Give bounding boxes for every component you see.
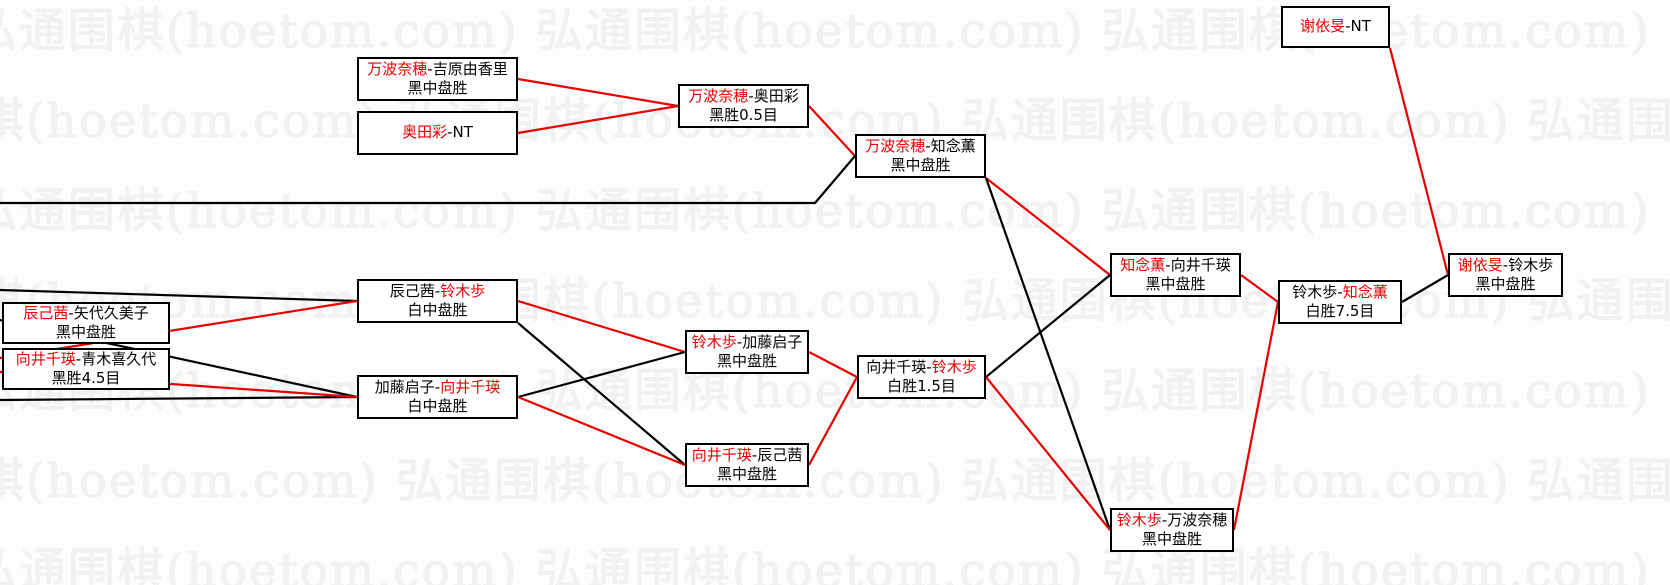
loser-name: 辰己茜 — [389, 281, 435, 300]
winner-name: 铃木歩 — [931, 357, 977, 376]
match-tatsumi-yashiro[interactable]: 辰己茜-矢代久美子黑中盘胜 — [2, 302, 170, 344]
player-separator: - — [1337, 282, 1343, 301]
match-manami-okuda[interactable]: 万波奈穂-奥田彩黑胜0.5目 — [678, 84, 809, 128]
loser-name: 吉原由香里 — [432, 59, 508, 78]
player-separator: - — [1165, 255, 1171, 274]
match-players: 向井千瑛-铃木歩 — [866, 358, 976, 377]
match-tatsumi-suzuki[interactable]: 辰己茜-铃木歩白中盘胜 — [357, 279, 518, 323]
player-separator: - — [434, 281, 441, 300]
winner-name: 向井千瑛 — [440, 377, 501, 396]
match-okuda-nt[interactable]: 奥田彩-NT — [357, 111, 518, 155]
match-players: 铃木歩-知念薫 — [1292, 283, 1387, 302]
loser-name: 奥田彩 — [753, 86, 799, 105]
winner-name: 知念薫 — [1120, 255, 1166, 274]
winner-name: 谢依旻 — [1457, 255, 1503, 274]
player-separator: - — [1502, 255, 1509, 274]
loser-name: 加藤启子 — [742, 332, 803, 351]
match-players: 万波奈穂-吉原由香里 — [367, 60, 507, 79]
match-players: 辰己茜-矢代久美子 — [23, 304, 148, 323]
match-players: 知念薫-向井千瑛 — [1120, 256, 1230, 275]
match-players: 加藤启子-向井千瑛 — [375, 378, 500, 397]
player-separator: - — [1345, 17, 1351, 36]
match-result: 黑中盘胜 — [1141, 530, 1202, 548]
match-result: 白胜7.5目 — [1305, 302, 1375, 320]
player-separator: - — [1161, 510, 1168, 529]
player-separator: - — [736, 332, 743, 351]
player-separator: - — [434, 377, 441, 396]
winner-name: 万波奈穂 — [865, 136, 926, 155]
winner-name: 万波奈穂 — [688, 86, 749, 105]
match-result: 黑中盘胜 — [890, 156, 951, 174]
winner-name: 向井千瑛 — [691, 445, 752, 464]
match-result: 黑中盘胜 — [55, 323, 116, 341]
winner-name: 向井千瑛 — [15, 349, 76, 368]
match-kato-mukai[interactable]: 加藤启子-向井千瑛白中盘胜 — [357, 375, 518, 419]
winner-name: 知念薫 — [1342, 282, 1388, 301]
match-result: 黑中盘胜 — [407, 79, 468, 97]
player-separator: - — [926, 357, 932, 376]
match-manami-chinen[interactable]: 万波奈穂-知念薫黑中盘胜 — [855, 134, 986, 178]
player-separator: - — [748, 86, 754, 105]
match-result: 白胜1.5目 — [887, 377, 956, 395]
winner-name: 万波奈穂 — [367, 59, 428, 78]
loser-name: 向井千瑛 — [866, 357, 927, 376]
match-mukai-suzuki[interactable]: 向井千瑛-铃木歩白胜1.5目 — [857, 355, 986, 399]
match-mukai-aoki[interactable]: 向井千瑛-青木喜久代黑胜4.5目 — [2, 348, 170, 390]
winner-name: 辰己茜 — [23, 303, 69, 322]
match-manami-yoshihara[interactable]: 万波奈穂-吉原由香里黑中盘胜 — [357, 57, 518, 101]
winner-name: 铃木歩 — [691, 332, 737, 351]
loser-name: 加藤启子 — [374, 377, 435, 396]
match-result: 白中盘胜 — [407, 301, 468, 319]
match-xie-nt[interactable]: 谢依旻-NT — [1281, 6, 1390, 48]
player-separator: - — [925, 136, 931, 155]
match-players: 谢依旻-铃木歩 — [1458, 256, 1553, 275]
match-players: 万波奈穂-知念薫 — [865, 137, 975, 156]
match-players: 奥田彩-NT — [402, 123, 473, 142]
match-players: 向井千瑛-辰己茜 — [692, 446, 802, 465]
match-players: 谢依旻-NT — [1300, 17, 1371, 36]
match-suzuki-kato[interactable]: 铃木歩-加藤启子黑中盘胜 — [685, 330, 809, 374]
match-players: 辰己茜-铃木歩 — [390, 282, 485, 301]
player-separator: - — [427, 59, 433, 78]
loser-name: NT — [452, 123, 473, 142]
loser-name: 铃木歩 — [1292, 282, 1338, 301]
match-suzuki-chinen[interactable]: 铃木歩-知念薫白胜7.5目 — [1278, 280, 1402, 324]
loser-name: 矢代久美子 — [73, 303, 149, 322]
loser-name: 青木喜久代 — [81, 349, 157, 368]
winner-name: 奥田彩 — [402, 123, 448, 142]
winner-name: 谢依旻 — [1300, 17, 1346, 36]
match-mukai-tatsumi[interactable]: 向井千瑛-辰己茜黑中盘胜 — [685, 443, 809, 487]
match-result: 黑胜4.5目 — [51, 369, 121, 387]
loser-name: 铃木歩 — [1508, 255, 1554, 274]
match-result: 黑中盘胜 — [1475, 275, 1536, 293]
loser-name: NT — [1350, 17, 1371, 36]
match-result: 黑胜0.5目 — [709, 106, 778, 124]
match-result: 黑中盘胜 — [1145, 275, 1206, 293]
match-players: 铃木歩-万波奈穂 — [1117, 511, 1227, 530]
loser-name: 万波奈穂 — [1167, 510, 1228, 529]
match-players: 铃木歩-加藤启子 — [692, 333, 802, 352]
loser-name: 向井千瑛 — [1170, 255, 1231, 274]
winner-name: 铃木歩 — [440, 281, 486, 300]
match-xie-suzuki[interactable]: 谢依旻-铃木歩黑中盘胜 — [1448, 253, 1563, 297]
match-result: 白中盘胜 — [407, 397, 468, 415]
loser-name: 辰己茜 — [757, 445, 803, 464]
match-result: 黑中盘胜 — [716, 465, 777, 483]
player-separator: - — [751, 445, 758, 464]
loser-name: 知念薫 — [930, 136, 976, 155]
match-result: 黑中盘胜 — [716, 352, 777, 370]
match-players: 向井千瑛-青木喜久代 — [16, 350, 156, 369]
player-separator: - — [447, 123, 453, 142]
winner-name: 铃木歩 — [1116, 510, 1162, 529]
match-suzuki-manami[interactable]: 铃木歩-万波奈穂黑中盘胜 — [1110, 508, 1234, 552]
match-players: 万波奈穂-奥田彩 — [688, 87, 798, 106]
match-chinen-mukai[interactable]: 知念薫-向井千瑛黑中盘胜 — [1110, 253, 1241, 297]
